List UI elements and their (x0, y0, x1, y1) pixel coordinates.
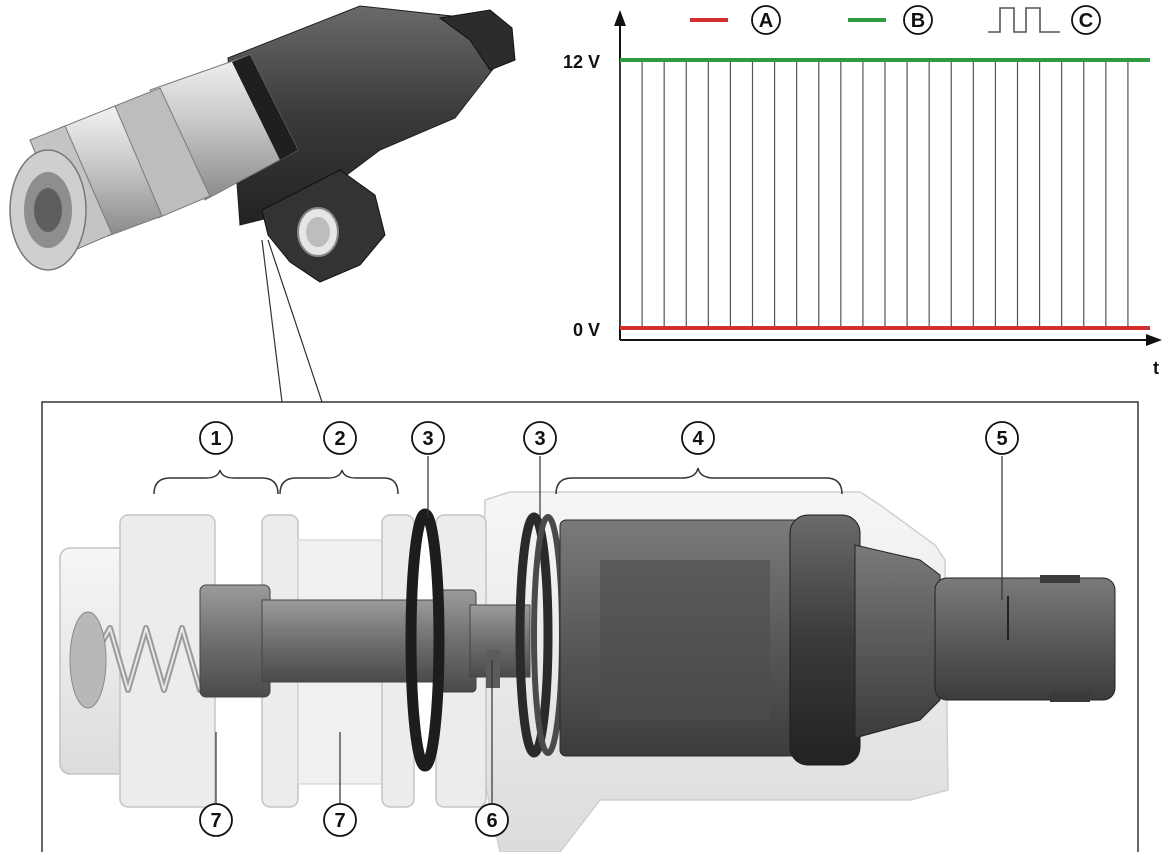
callout-7-left-label: 7 (210, 810, 221, 832)
callout-4: 4 (681, 421, 715, 455)
square-wave-pulse-12 (1105, 59, 1129, 329)
square-wave-pulse-10 (1016, 59, 1041, 329)
square-wave-pulse-2 (663, 59, 687, 329)
zoom-guide-left (261, 239, 283, 403)
oring-right (515, 512, 553, 758)
spool-shaft (261, 599, 463, 683)
x-axis-label: t (1153, 358, 1159, 378)
coil-end-cap (789, 514, 861, 766)
oring-top (232, 55, 298, 160)
y-tick-label-0v: 0 V (573, 320, 600, 340)
bracket-1 (153, 469, 279, 495)
solenoid-valve-3d-view (9, 5, 516, 283)
oring-left (405, 508, 445, 772)
legend-c-label: C (1079, 10, 1093, 32)
callout-5-label: 5 (996, 428, 1007, 450)
x-axis-arrow (1146, 334, 1162, 346)
legend-a-badge (751, 5, 781, 35)
square-wave-pulse-6 (840, 59, 864, 329)
series-c-square-wave (619, 59, 1129, 329)
chart-legend: A B C (690, 5, 1101, 35)
spool-piston (199, 584, 271, 698)
bracket-4 (555, 467, 843, 495)
square-wave-pulse-9 (972, 59, 997, 329)
callout-3-right-label: 3 (534, 428, 545, 450)
square-wave-pulse-7 (884, 59, 908, 329)
callout-6-label: 6 (486, 810, 497, 832)
callout-4-label: 4 (692, 428, 704, 450)
callout-6: 6 (475, 803, 509, 837)
square-wave-pulse-4 (751, 59, 776, 329)
square-wave-pulse-5 (796, 59, 820, 329)
valve-housing-body (227, 5, 501, 226)
callout-1: 1 (199, 421, 233, 455)
legend-a-label: A (759, 10, 773, 32)
cutaway-view: 1 2 3 3 4 5 7 7 (41, 401, 1139, 852)
bracket-2 (279, 469, 399, 495)
y-axis-arrow (614, 10, 626, 26)
detail-frame (41, 401, 1139, 852)
square-wave-pulse-3 (707, 59, 732, 329)
legend-c-badge (1071, 5, 1101, 35)
callout-7-right: 7 (323, 803, 357, 837)
callout-7-right-label: 7 (334, 810, 345, 832)
square-wave-icon (988, 7, 1060, 33)
callout-2-label: 2 (334, 428, 345, 450)
callout-7-left: 7 (199, 803, 233, 837)
zoom-guide-right (267, 239, 323, 403)
legend-b-label: B (911, 10, 925, 32)
callout-5: 5 (985, 421, 1019, 455)
callout-3-left-label: 3 (422, 428, 433, 450)
callout-1-label: 1 (210, 428, 221, 450)
callout-2: 2 (323, 421, 357, 455)
callout-3-left: 3 (411, 421, 445, 455)
y-tick-label-12v: 12 V (563, 52, 600, 72)
callout-3-right: 3 (523, 421, 557, 455)
valve-connector (438, 9, 516, 71)
square-wave-pulse-11 (1061, 59, 1085, 329)
square-wave-pulse-8 (928, 59, 952, 329)
legend-b-badge (903, 5, 933, 35)
square-wave-pulse-1 (619, 59, 643, 329)
electrical-connector (934, 577, 1116, 701)
voltage-chart: 12 V 0 V t A B C (563, 5, 1162, 378)
